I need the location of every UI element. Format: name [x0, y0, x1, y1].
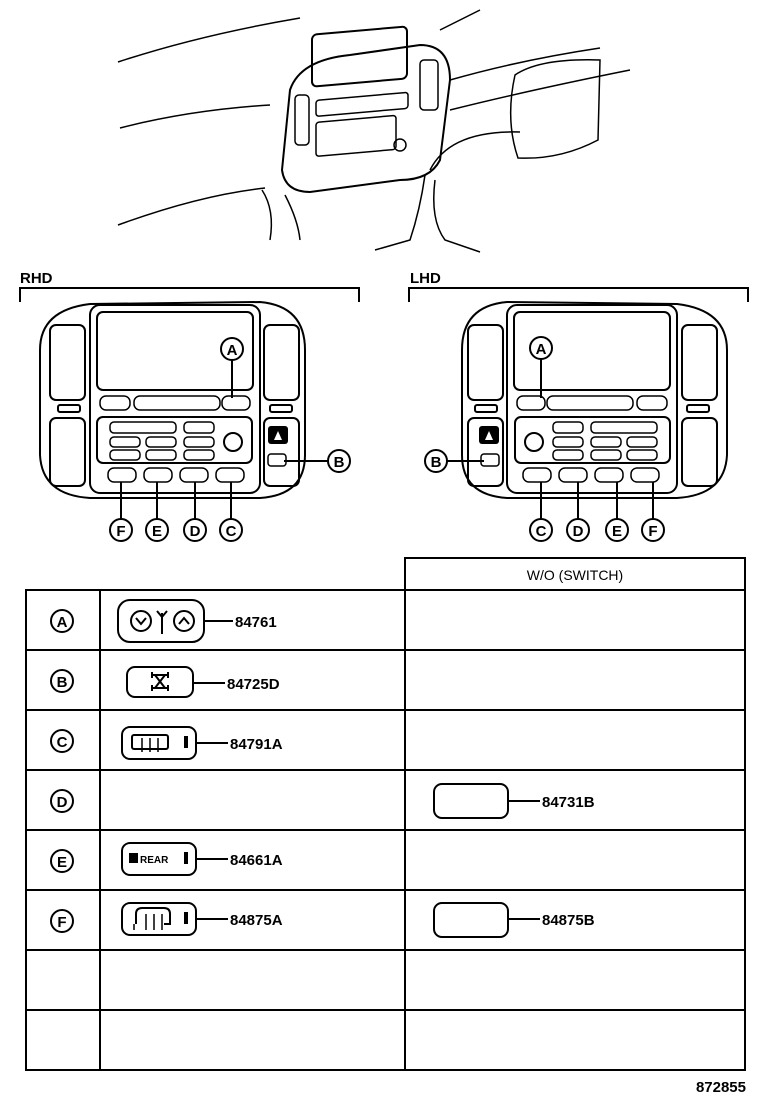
- lhd-bracket: [408, 287, 749, 302]
- part-number-c: 84791A: [230, 736, 283, 753]
- row-key-circle: [50, 609, 74, 633]
- rhd-callouts: A B F E D C: [109, 337, 351, 542]
- switch-f-blank: [433, 902, 509, 938]
- svg-text:B: B: [431, 454, 442, 471]
- dashboard-perspective-sketch: [117, 9, 631, 253]
- svg-text:F: F: [116, 523, 125, 540]
- part-number-e: 84661A: [230, 852, 283, 869]
- row-key-f: F: [57, 914, 66, 931]
- switch-b-four-wheel-drive: [126, 666, 194, 698]
- switch-a-radio-seek: [117, 599, 205, 643]
- row-key-circle: [50, 849, 74, 873]
- svg-text:A: A: [536, 341, 547, 358]
- switch-c-rear-defogger: [121, 726, 197, 760]
- switch-d-blank: [433, 783, 509, 819]
- svg-text:B: B: [334, 454, 345, 471]
- parts-table: W/O (SWITCH) A B C D E F 84761 84725D: [25, 557, 746, 1071]
- lhd-callouts: A B C D E F: [424, 336, 665, 542]
- svg-text:D: D: [190, 523, 201, 540]
- switch-f-rear-seat-heater: [121, 902, 197, 936]
- row-key-circle: [50, 909, 74, 933]
- part-number-f: 84875A: [230, 912, 283, 929]
- svg-text:F: F: [648, 523, 657, 540]
- part-number-b: 84725D: [227, 676, 280, 693]
- svg-text:D: D: [573, 523, 584, 540]
- figure-number: 872855: [696, 1079, 746, 1096]
- alt-part-number-d: 84731B: [542, 794, 595, 811]
- lhd-control-panel: [461, 301, 728, 499]
- svg-text:E: E: [612, 523, 622, 540]
- lhd-label: LHD: [410, 270, 441, 287]
- svg-text:C: C: [226, 523, 237, 540]
- row-key-circle: [50, 669, 74, 693]
- row-key-circle: [50, 789, 74, 813]
- switch-e-rear-fan: REAR: [121, 842, 197, 876]
- row-key-b: B: [57, 674, 68, 691]
- svg-text:A: A: [227, 342, 238, 359]
- svg-text:E: E: [152, 523, 162, 540]
- column-header-wo-switch: W/O (SWITCH): [527, 567, 623, 583]
- rhd-bracket: [19, 287, 360, 302]
- svg-text:REAR: REAR: [140, 855, 169, 866]
- row-key-d: D: [57, 794, 68, 811]
- row-key-a: A: [57, 614, 68, 631]
- rhd-control-panel: [39, 301, 306, 499]
- row-key-circle: [50, 729, 74, 753]
- row-key-c: C: [57, 734, 68, 751]
- alt-part-number-f: 84875B: [542, 912, 595, 929]
- svg-text:C: C: [536, 523, 547, 540]
- rhd-label: RHD: [20, 270, 53, 287]
- row-key-e: E: [57, 854, 67, 871]
- part-number-a: 84761: [235, 614, 277, 631]
